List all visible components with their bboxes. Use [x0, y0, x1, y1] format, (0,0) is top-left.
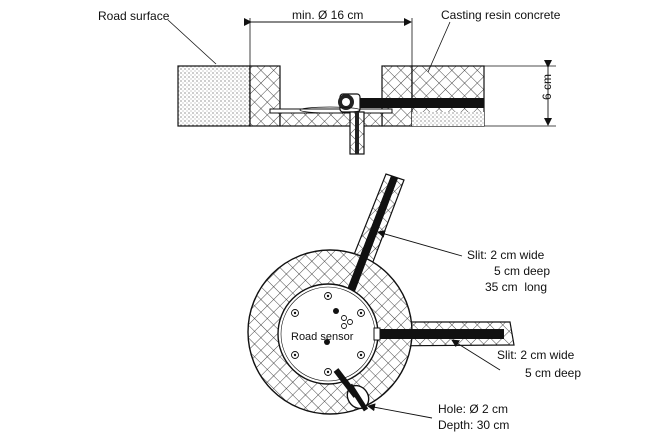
label-slit-2-depth: 5 cm deep — [525, 366, 582, 380]
label-slit-1-depth: 5 cm deep — [494, 264, 551, 278]
road-surface-block — [177, 65, 251, 127]
label-road-surface: Road surface — [98, 9, 170, 23]
label-slit-2-width: Slit: 2 cm wide — [497, 348, 575, 362]
label-slit-1-width: Slit: 2 cm wide — [467, 248, 545, 262]
label-diameter: min. Ø 16 cm — [292, 8, 364, 22]
leader-hole — [367, 403, 433, 419]
drill-hole — [333, 368, 370, 412]
leader-casting-resin — [427, 21, 451, 73]
leader-slit-2 — [451, 339, 501, 371]
label-hole-depth: Depth: 30 cm — [438, 418, 510, 432]
leader-road-surface — [167, 19, 217, 65]
label-depth-6cm: 6 cm — [540, 73, 554, 100]
label-slit-1-length: 35 cm long — [485, 280, 548, 294]
label-hole-diameter: Hole: Ø 2 cm — [438, 402, 509, 416]
cross-section-view — [167, 18, 556, 155]
resin-wall-right — [381, 65, 413, 127]
label-casting-resin: Casting resin concrete — [441, 8, 561, 22]
label-road-sensor: Road sensor — [291, 331, 354, 343]
sensor-plate — [269, 108, 393, 114]
cable-horizontal — [360, 98, 484, 108]
top-view — [247, 173, 515, 419]
leader-slit-1 — [377, 230, 463, 257]
sensor-screws — [291, 292, 365, 376]
resin-wall-left — [249, 65, 281, 127]
